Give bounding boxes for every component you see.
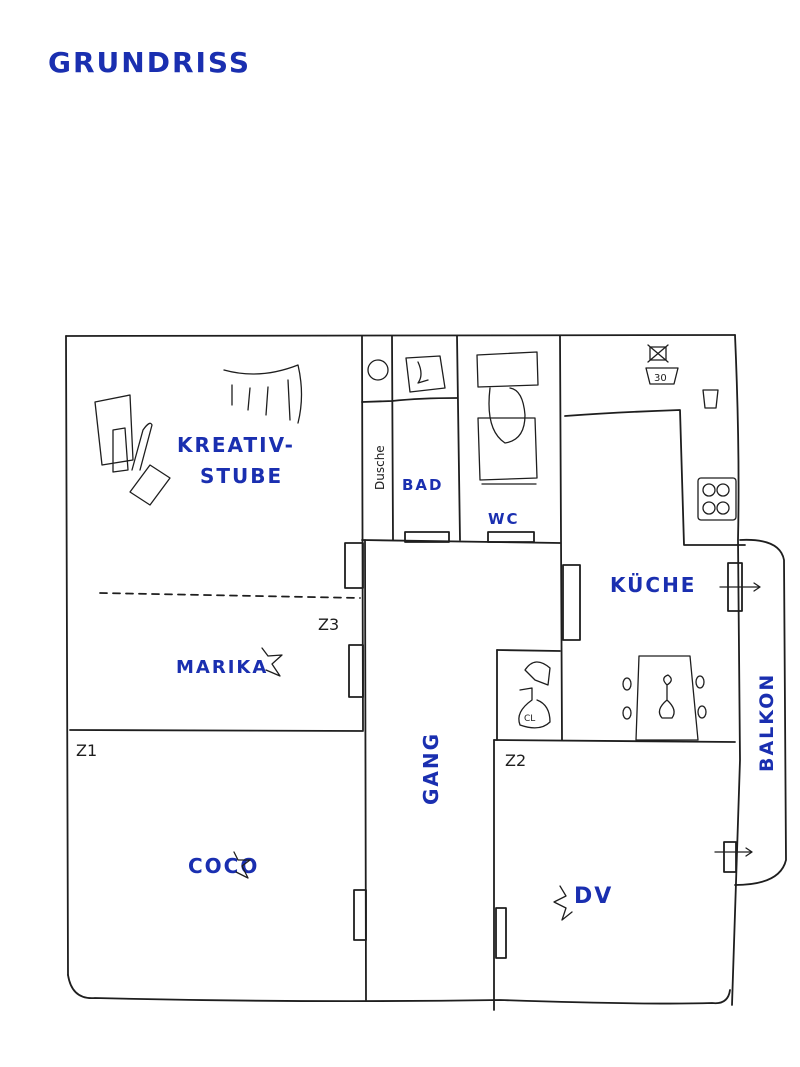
room-number-z1: Z1 xyxy=(76,741,97,760)
cleaning-spray-icon xyxy=(518,661,551,729)
svg-text:CL: CL xyxy=(524,714,535,724)
star-icon xyxy=(233,851,251,879)
toilet-icon xyxy=(476,351,539,444)
room-label-coco: COCO xyxy=(188,854,259,878)
room-labels: KREATIV- STUBE MARIKA Z3 Z1 COCO BAD Dus… xyxy=(76,433,778,921)
trash-can-icon xyxy=(702,389,719,409)
walls xyxy=(65,334,787,1011)
room-label-gang: GANG xyxy=(419,732,443,805)
room-label-bad: BAD xyxy=(402,476,444,494)
room-label-wc: WC xyxy=(488,510,520,528)
sofa-icon xyxy=(223,364,303,424)
room-label-marika: MARIKA xyxy=(176,657,268,678)
flower-icon xyxy=(658,674,675,719)
doors xyxy=(344,531,761,959)
room-label-balkon: BALKON xyxy=(756,673,778,772)
arrow-icon xyxy=(714,847,753,857)
dining-table-icon xyxy=(635,655,699,741)
room-number-z3: Z3 xyxy=(318,615,339,634)
room-label-dv: DV xyxy=(574,884,613,909)
sketchbook-icon xyxy=(129,464,171,506)
washing-machine-icon xyxy=(645,344,679,385)
room-label-dusche: Dusche xyxy=(373,445,387,490)
star-icon xyxy=(553,885,573,921)
room-label-kueche: KÜCHE xyxy=(610,573,696,597)
mirror-face-icon xyxy=(405,355,446,393)
arrow-icon xyxy=(719,582,761,592)
sink-icon xyxy=(367,359,389,381)
furniture: 30 CL xyxy=(94,344,737,741)
room-number-z2: Z2 xyxy=(505,751,526,770)
room-label-kreativstube: KREATIV- xyxy=(177,433,295,457)
bathmat-icon xyxy=(477,417,538,485)
room-label-kreativstube-2: STUBE xyxy=(200,464,283,488)
art-supplies-icon xyxy=(94,394,153,473)
stove-icon xyxy=(697,477,737,521)
star-icon xyxy=(261,647,283,677)
svg-text:30: 30 xyxy=(654,373,667,384)
page-title: GRUNDRISS xyxy=(48,46,251,79)
